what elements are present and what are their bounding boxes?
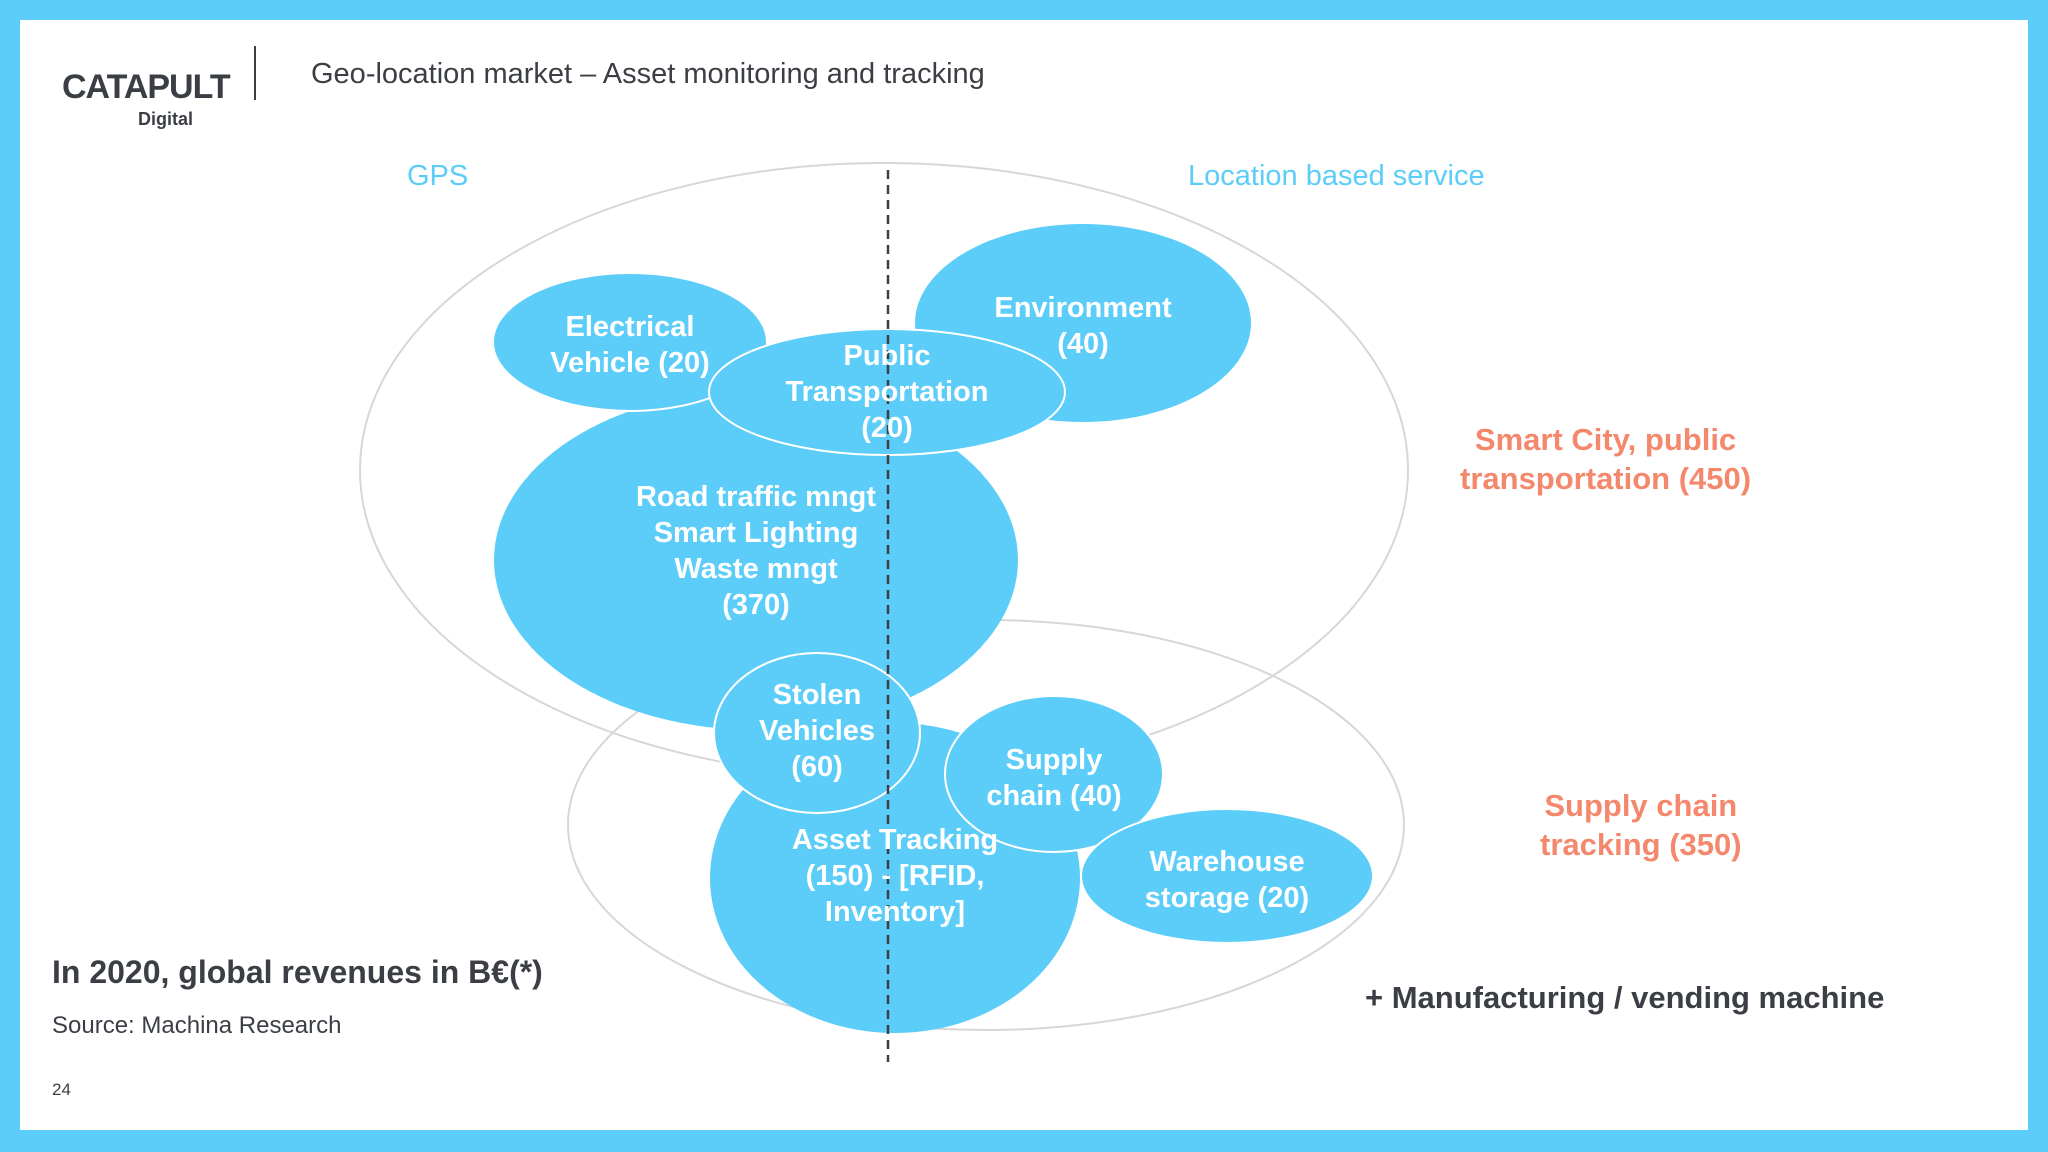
- stolen-vehicles-label-line: Vehicles: [759, 715, 875, 747]
- supply-chain-label-line: Supply: [1006, 744, 1103, 776]
- asset-tracking-label: Asset Tracking (150) - [RFID, Inventory]: [792, 824, 998, 928]
- supply-chain-bubble: [944, 695, 1164, 853]
- smart-city-line-1: Smart City, public: [1474, 422, 1737, 457]
- electrical-vehicle-label-line: Vehicle (20): [550, 347, 710, 379]
- road-traffic-label-line: (370): [722, 589, 790, 621]
- warehouse-storage-label-line: storage (20): [1145, 882, 1309, 914]
- supply-chain-group-label: Supply chain tracking (350): [1540, 786, 1742, 864]
- page-number: 24: [52, 1080, 71, 1099]
- public-transportation-label-line: Public: [843, 340, 930, 372]
- manufacturing-note: + Manufacturing / vending machine: [1365, 980, 1885, 1015]
- catapult-digital-logo: CATAPULT Digital: [62, 46, 231, 136]
- asset-tracking-label-line: (150) - [RFID,: [806, 860, 985, 892]
- supply-chain-group-line-2: tracking (350): [1540, 827, 1742, 862]
- lbs-category-label: Location based service: [1188, 160, 1485, 192]
- warehouse-storage-label-line: Warehouse: [1149, 846, 1304, 878]
- slide: CATAPULT Digital Geo-location market – A…: [20, 20, 2028, 1130]
- supply-chain-label-line: chain (40): [986, 780, 1121, 812]
- electrical-vehicle-label-line: Electrical: [566, 311, 695, 343]
- header-divider: [254, 46, 256, 100]
- public-transportation-label-line: (20): [861, 412, 913, 444]
- smart-city-line-2: transportation (450): [1460, 461, 1752, 496]
- gps-category-label: GPS: [407, 160, 469, 192]
- logo-subtitle: Digital: [138, 109, 194, 129]
- warehouse-storage-label: Warehouse storage (20): [1145, 846, 1309, 914]
- asset-tracking-label-line: Asset Tracking: [792, 824, 998, 856]
- environment-label-line: Environment: [994, 292, 1172, 324]
- slide-title: Geo-location market – Asset monitoring a…: [311, 58, 985, 90]
- logo-wordmark: CATAPULT: [62, 68, 231, 106]
- asset-tracking-label-line: Inventory]: [825, 896, 965, 928]
- road-traffic-label-line: Smart Lighting: [654, 517, 859, 549]
- environment-label: Environment (40): [994, 292, 1172, 360]
- road-traffic-label-line: Waste mngt: [674, 553, 838, 585]
- stolen-vehicles-label-line: Stolen: [773, 679, 862, 711]
- stolen-vehicles-label-line: (60): [791, 751, 843, 783]
- electrical-vehicle-bubble: [492, 272, 768, 412]
- source-note: Source: Machina Research: [52, 1012, 342, 1039]
- road-traffic-label-line: Road traffic mngt: [636, 481, 876, 513]
- public-transportation-label-line: Transportation: [785, 376, 988, 408]
- stolen-vehicles-bubble: [713, 652, 921, 814]
- warehouse-storage-bubble: [1080, 808, 1374, 944]
- supply-chain-group-line-1: Supply chain: [1544, 788, 1738, 823]
- revenue-note: In 2020, global revenues in B€(*): [52, 954, 543, 990]
- supply-chain-label: Supply chain (40): [986, 744, 1121, 812]
- smart-city-group-label: Smart City, public transportation (450): [1460, 420, 1751, 498]
- environment-label-line: (40): [1057, 328, 1109, 360]
